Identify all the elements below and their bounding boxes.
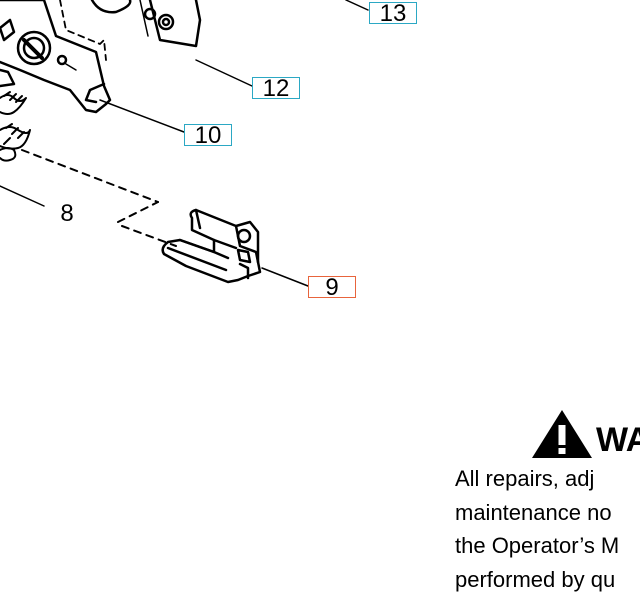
- callout-12: 12: [252, 77, 300, 101]
- callout-8: 8: [60, 200, 74, 227]
- part-springs: [0, 91, 31, 162]
- warning-line: performed by qu: [455, 566, 616, 592]
- leader-lines: [0, 0, 369, 287]
- part-9-clip: [161, 208, 262, 284]
- warning-line: All repairs, adj: [455, 466, 595, 491]
- warning-line: the Operator’s M: [455, 533, 620, 558]
- warning-title-text: WA: [596, 421, 640, 459]
- part-12-bracket: [0, 0, 112, 114]
- guide-lines: [21, 149, 177, 247]
- callout-9: 9: [308, 276, 356, 300]
- callout-13: 13: [369, 2, 417, 26]
- part-13-plate: [90, 0, 202, 48]
- callout-10: 10: [184, 124, 232, 148]
- warning-triangle-icon: [532, 410, 592, 458]
- warning-text: All repairs, adj maintenance no the Oper…: [455, 462, 640, 600]
- warning-line: maintenance no: [455, 499, 612, 525]
- warning-heading: WA: [530, 404, 640, 460]
